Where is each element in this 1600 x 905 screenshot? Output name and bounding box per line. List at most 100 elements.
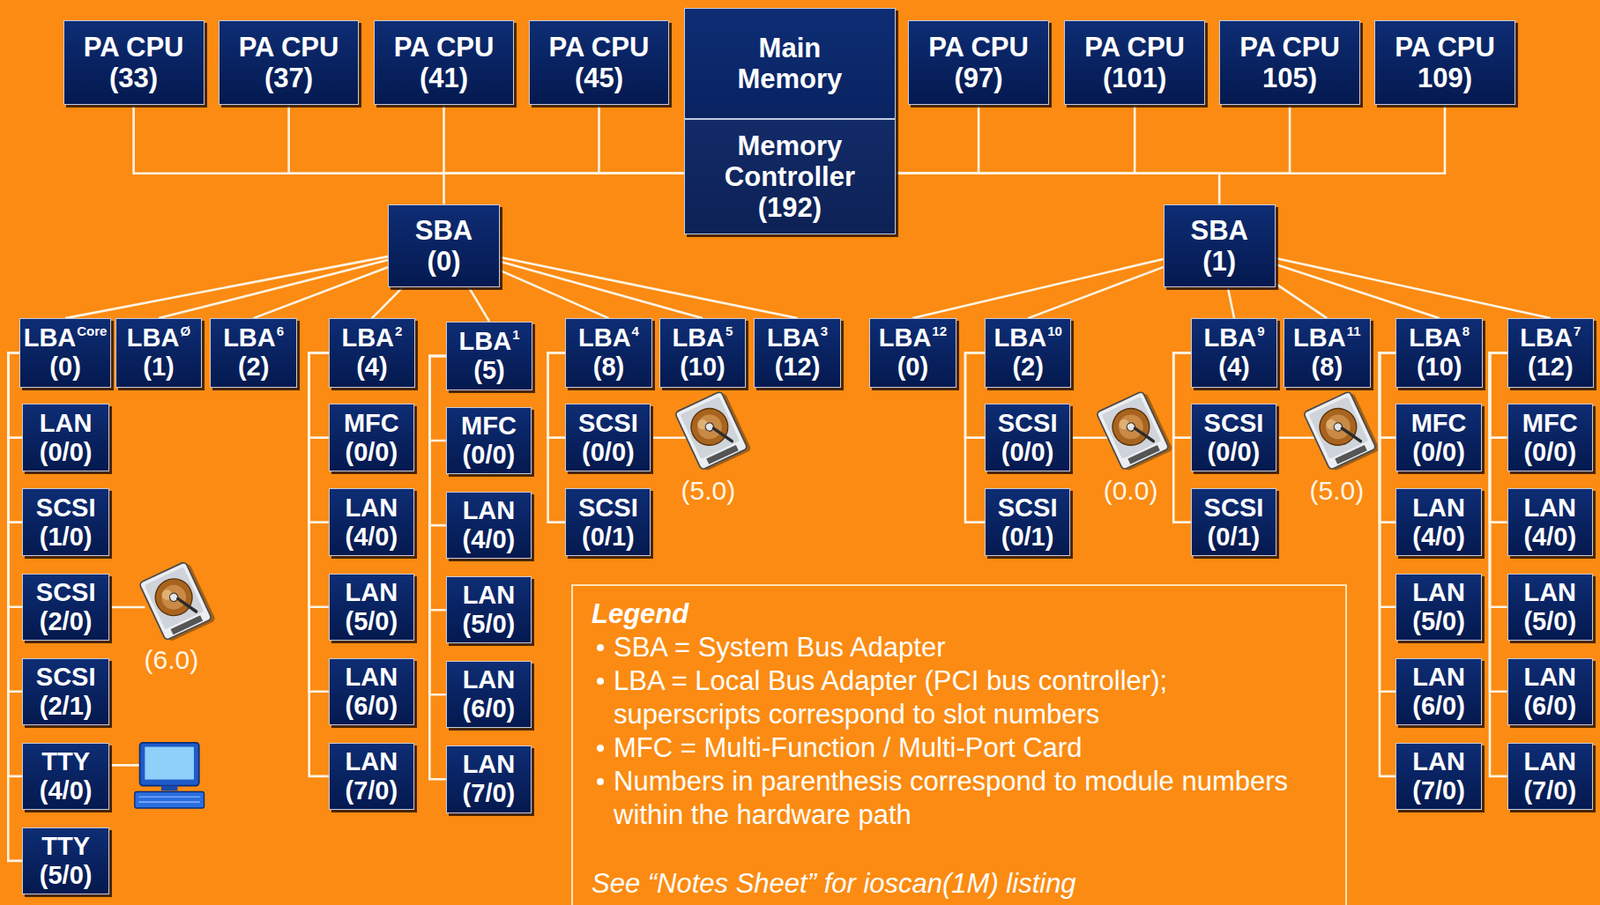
local-bus-adapter-box: LBA9(4) <box>1190 318 1278 388</box>
device-box: LAN (6/0) <box>1395 658 1481 726</box>
box-label: SCSI (0/1) <box>993 493 1063 552</box>
box-label: PA CPU (37) <box>227 31 351 95</box>
device-box: MFC (0/0) <box>1507 403 1593 471</box>
connector-line <box>1379 353 1397 439</box>
connector-line <box>599 104 685 174</box>
box-label: LAN (4/0) <box>336 493 406 552</box>
legend-box: LegendSBA = System Bus AdapterLBA = Loca… <box>571 584 1347 905</box>
box-label: (8) <box>1311 352 1343 382</box>
box-label: LAN (6/0) <box>1404 662 1474 722</box>
box-label: LBA <box>126 323 180 352</box>
device-box: LAN (4/0) <box>1507 488 1593 556</box>
box-label: MFC (0/0) <box>336 409 406 468</box>
device-box: LAN (7/0) <box>328 743 415 811</box>
connector-line <box>429 356 447 526</box>
bullet <box>596 744 604 752</box>
local-bus-adapter-box: LBA10(2) <box>984 318 1072 388</box>
connector-line <box>444 173 685 205</box>
cpu-box: PA CPU 105) <box>1219 20 1361 105</box>
connector-line <box>548 353 566 439</box>
label-line: LBAØ <box>126 323 191 353</box>
device-box: LAN (0/0) <box>22 403 109 471</box>
device-box: SCSI (0/0) <box>565 403 651 471</box>
label-line: LBA3 <box>766 323 828 353</box>
leader-line <box>1072 436 1109 440</box>
box-label: SCSI (0/1) <box>573 493 643 552</box>
device-box: TTY (5/0) <box>22 827 109 895</box>
box-label: MFC (0/0) <box>453 411 523 470</box>
device-path-label: (5.0) <box>680 476 736 507</box>
cpu-box: PA CPU 109) <box>1374 20 1516 105</box>
device-box: LAN (6/0) <box>328 658 415 726</box>
connector-line <box>7 353 23 777</box>
box-label: LAN (5/0) <box>1404 578 1474 637</box>
box-label: PA CPU 105) <box>1227 31 1352 95</box>
box-label: LAN (6/0) <box>336 662 406 722</box>
device-box: LAN (5/0) <box>1507 573 1593 641</box>
slot-superscript: Ø <box>179 323 191 339</box>
box-label: Main Memory <box>684 8 896 120</box>
label-line: LBA2 <box>341 323 402 353</box>
label-line: LBA5 <box>671 323 733 353</box>
slot-superscript: 7 <box>1573 323 1581 339</box>
leader-lines <box>111 438 1315 767</box>
connector-line <box>912 259 1163 319</box>
box-label: LBA <box>671 323 725 352</box>
device-box: LAN (6/0) <box>446 661 532 729</box>
box-label: LBA <box>1204 323 1258 352</box>
legend-row: SBA = System Bus Adapter <box>591 631 1346 665</box>
local-bus-adapter-box: LBA7(12) <box>1507 318 1594 388</box>
slot-superscript: 9 <box>1257 323 1265 339</box>
local-bus-adapter-box: LBA3(12) <box>753 318 841 388</box>
disk-icon <box>1302 389 1380 473</box>
bullet <box>596 778 604 786</box>
device-box: SCSI (0/1) <box>565 488 651 556</box>
connector-line <box>1275 264 1440 319</box>
connector-line <box>65 256 388 319</box>
device-box: SCSI (1/0) <box>22 488 109 556</box>
box-label: SCSI (0/0) <box>1198 409 1268 468</box>
connector-line <box>444 104 685 174</box>
box-label: MFC (0/0) <box>1404 409 1474 468</box>
connector-line <box>309 353 329 777</box>
connector-line <box>309 353 329 523</box>
connector-line <box>1489 353 1508 439</box>
box-label: (0) <box>897 352 929 382</box>
box-label: PA CPU 109) <box>1383 31 1507 95</box>
box-label: (8) <box>593 352 625 382</box>
box-label: PA CPU (41) <box>382 31 507 95</box>
leader-line <box>111 606 145 610</box>
box-label: (12) <box>1527 352 1574 382</box>
device-path-label: (5.0) <box>1309 476 1365 507</box>
box-label: PA CPU (45) <box>536 31 661 95</box>
connector-line <box>158 260 388 319</box>
cpu-box: PA CPU (101) <box>1064 20 1206 105</box>
slot-superscript: 12 <box>931 323 947 339</box>
label-line: LBA9 <box>1204 323 1266 353</box>
box-label: LBA <box>1293 323 1347 352</box>
device-box: LAN (6/0) <box>1507 658 1593 726</box>
device-box: LAN (4/0) <box>1395 488 1481 556</box>
box-label: LBA <box>878 323 932 352</box>
connector-line <box>1275 258 1551 319</box>
local-bus-adapter-box: LBAØ(1) <box>115 318 202 388</box>
device-box: LAN (5/0) <box>328 573 415 641</box>
connector-line <box>895 173 1220 205</box>
connector-line <box>1489 353 1508 777</box>
connector-line <box>1173 353 1191 523</box>
disk-icon <box>674 389 752 473</box>
connector-line <box>1379 353 1397 608</box>
device-box: MFC (0/0) <box>446 407 532 475</box>
box-label: (5) <box>473 356 505 386</box>
legend-text: LBA = Local Bus Adapter (PCI bus control… <box>613 664 1306 732</box>
leader-line <box>111 764 142 767</box>
cpu-box: PA CPU (97) <box>907 20 1050 105</box>
slot-superscript: 10 <box>1047 323 1063 339</box>
legend-title: Legend <box>591 597 1346 632</box>
device-box: LAN (4/0) <box>446 491 532 559</box>
connector-line <box>965 353 985 523</box>
legend-row: Numbers in parenthesis correspond to mod… <box>591 765 1346 833</box>
box-label: LAN (5/0) <box>1515 578 1585 637</box>
cpu-box: PA CPU (37) <box>218 20 360 105</box>
